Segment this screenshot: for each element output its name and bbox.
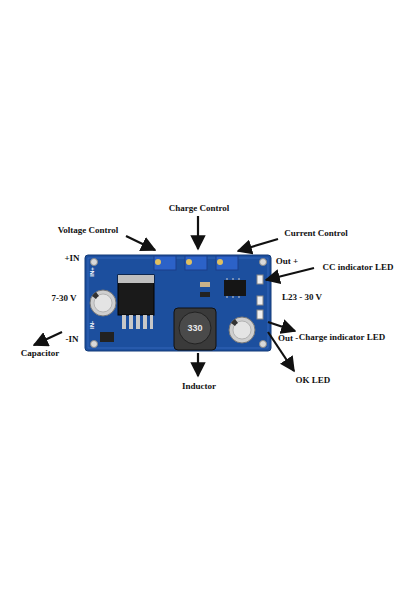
silkscreen-label: IN-	[89, 321, 95, 329]
part-marking: 330	[187, 324, 202, 333]
silkscreen-label: IN+	[89, 267, 95, 277]
pin-label: Out -	[278, 334, 298, 343]
inductor	[174, 308, 216, 350]
pad	[91, 259, 98, 266]
control-ic	[224, 278, 246, 298]
pin-label: Out +	[276, 257, 298, 266]
voltage-label: 7-30 V	[51, 294, 76, 303]
pin-label: -IN	[66, 335, 79, 344]
pin-label: +IN	[64, 254, 79, 263]
smd-part	[200, 292, 210, 297]
capacitor-right	[229, 317, 255, 343]
callout-label: Charge Control	[169, 204, 230, 213]
pad	[260, 259, 267, 266]
callout-label: Capacitor	[21, 349, 60, 358]
callout-label: Inductor	[182, 382, 216, 391]
potentiometers	[154, 256, 238, 270]
led	[257, 310, 263, 319]
smd-part	[200, 282, 210, 287]
leader-arrows	[34, 216, 314, 376]
regulator-chip	[118, 275, 154, 329]
voltage-label: L23 - 30 V	[282, 293, 322, 302]
callout-label: OK LED	[296, 376, 331, 385]
led	[257, 296, 263, 305]
pad	[91, 341, 98, 348]
diode	[100, 332, 114, 342]
callout-label: Charge indicator LED	[299, 333, 385, 342]
led	[257, 275, 263, 284]
capacitor-left	[90, 290, 116, 316]
callout-label: CC indicator LED	[323, 263, 394, 272]
pcb-board	[85, 255, 271, 351]
callout-label: Voltage Control	[58, 226, 119, 235]
callout-label: Current Control	[284, 229, 347, 238]
pad	[260, 341, 267, 348]
